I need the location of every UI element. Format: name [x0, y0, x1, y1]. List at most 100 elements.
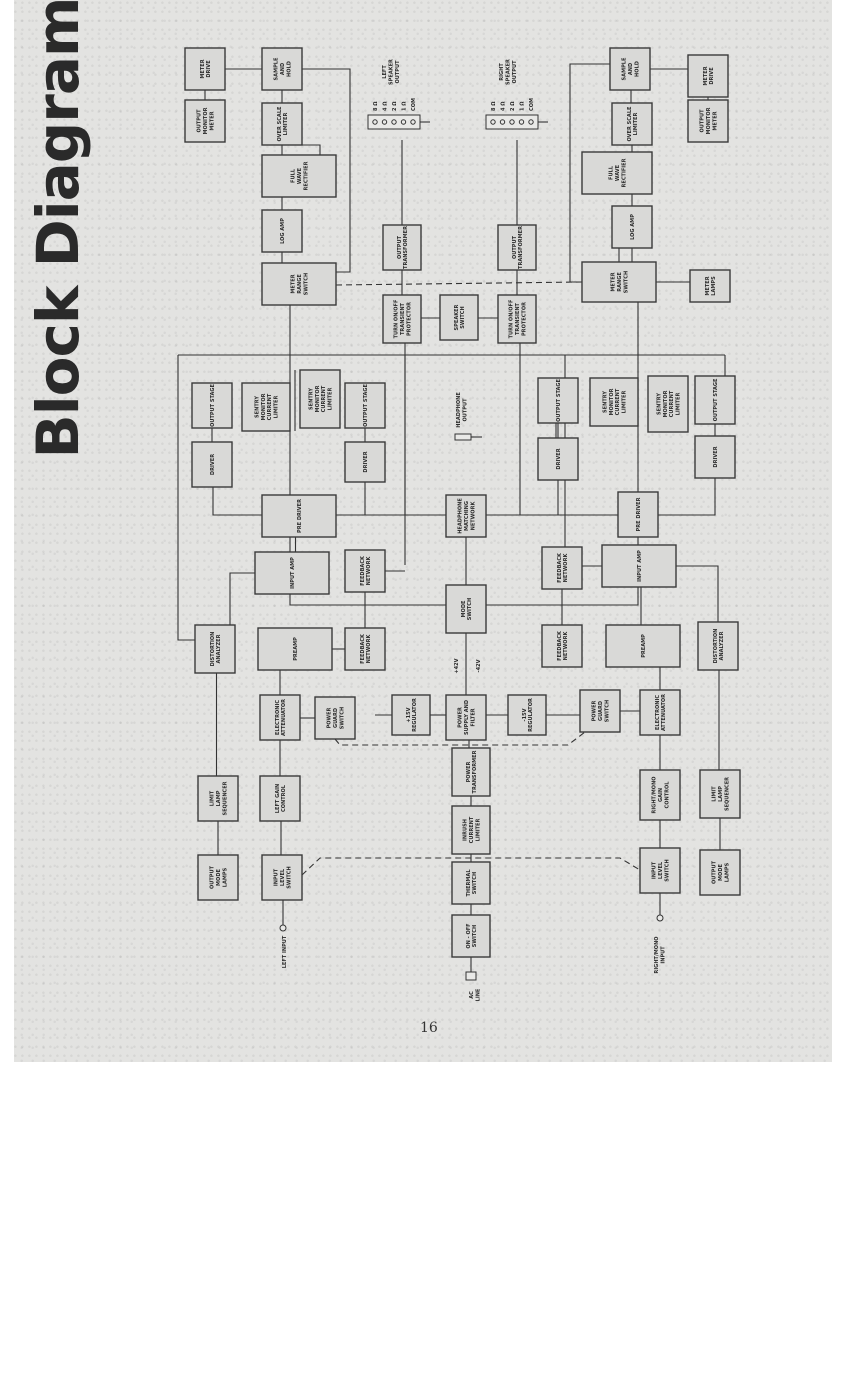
terminal-jack	[381, 119, 388, 125]
block-label-line: OUTPUT	[512, 235, 518, 259]
block-label-line: SAMPLE	[274, 57, 280, 80]
block-l-output-mode: OUTPUTMODELAMPS	[197, 854, 239, 901]
block-label-line: OUTPUT STAGE	[556, 379, 562, 422]
block-label-line: METER	[291, 274, 297, 293]
block-label-line: INPUT	[652, 861, 658, 879]
headphone-output-label: HEADPHONEOUTPUT	[456, 392, 468, 428]
block-box	[191, 441, 233, 488]
block-l-pre-driver: PRE DRIVER	[261, 494, 337, 538]
block-label-line: NETWORK	[563, 631, 569, 661]
block-label-line: ON - OFF	[466, 923, 472, 949]
block-label: FEEDBACKNETWORK	[360, 555, 372, 586]
block-l-sentry-1: SENTRYMONITORCURRENTLIMITER	[241, 382, 291, 432]
block-label: TURN ON/OFFTRANSIENTPROTECTOR	[509, 299, 528, 338]
block-label-line: PROTECTOR	[521, 302, 527, 336]
block-label-line: SWITCH	[623, 271, 629, 293]
signal-wire	[289, 594, 446, 606]
block-label-line: SWITCH	[467, 598, 473, 620]
block-label-line: SWITCH	[286, 866, 292, 888]
block-label-line: REGULATOR	[528, 698, 534, 732]
block-r-output-meter: OUTPUTMONITORMETER	[687, 99, 729, 143]
block-label-line: FILTER	[470, 708, 476, 726]
block-label-line: OUTPUT	[700, 109, 706, 133]
block-box	[611, 102, 653, 146]
block-label: OVER SCALELIMITER	[627, 106, 639, 142]
block-inrush-limiter: INRUSHCURRENTLIMITER	[451, 805, 491, 855]
block-r-driver-2: DRIVER	[694, 435, 736, 479]
block-box	[451, 861, 491, 905]
block-label: ELECTRONICATTENUATOR	[655, 694, 667, 731]
block-label-line: -15V	[522, 708, 528, 721]
block-label: FULLWAVERECTIFIER	[609, 158, 628, 187]
block-box	[259, 775, 301, 822]
block-label-line: TRANSFORMER	[403, 226, 409, 269]
block-label-line: LIMITER	[475, 819, 481, 842]
block-label-line: POWER	[466, 761, 472, 782]
block-box	[579, 689, 621, 733]
block-label-line: AND	[280, 63, 286, 75]
block-label: OUTPUT STAGE	[363, 384, 369, 427]
block-box	[581, 261, 657, 303]
block-on-off-switch: ON - OFFSWITCH	[451, 914, 491, 958]
block-label-line: SWITCH	[604, 700, 610, 722]
block-box	[537, 377, 579, 424]
block-label: SAMPLEANDHOLD	[622, 57, 641, 80]
block-label-line: CONTROL	[664, 781, 670, 809]
block-label: INPUT AMP	[290, 557, 296, 589]
block-label: FEEDBACKNETWORK	[360, 633, 372, 664]
minus-42v-label-line: -42V	[476, 659, 482, 672]
block-r-driver-1: DRIVER	[537, 437, 579, 481]
block-label: SPEAKERSWITCH	[454, 304, 466, 330]
signal-wire	[302, 144, 321, 155]
left-speaker-output-label-line: OUTPUT	[395, 60, 401, 84]
block-label-line: TRANSFORMER	[518, 226, 524, 269]
block-label-line: SWITCH	[303, 273, 309, 295]
block-label-line: OUTPUT STAGE	[210, 384, 216, 427]
block-label-line: MONITOR	[609, 388, 615, 415]
block-label-line: GUARD	[598, 701, 604, 721]
block-thermal-switch: THERMALSWITCH	[451, 861, 491, 905]
block-l-output-stage-2: OUTPUT STAGE	[344, 382, 386, 429]
block-label-line: OVER SCALE	[277, 106, 283, 142]
block-label-line: LAMPS	[724, 862, 730, 882]
block-l-meter-drive: METERDRIVE	[184, 47, 226, 91]
block-label-line: FEEDBACK	[360, 555, 366, 586]
terminal-label: COM	[411, 98, 417, 111]
block-label: -15VREGULATOR	[522, 698, 534, 732]
block-label-line: DRIVER	[556, 448, 562, 469]
block-label-line: CONTROL	[281, 784, 287, 812]
signal-wire	[658, 478, 716, 516]
block-turn-on-off-l: TURN ON/OFFTRANSIENTPROTECTOR	[382, 294, 422, 344]
block-label-line: FEEDBACK	[557, 630, 563, 661]
block-label-line: REGULATOR	[412, 698, 418, 732]
block-label-line: DISTORTION	[713, 629, 719, 664]
block-box	[197, 854, 239, 901]
block-label-line: TRANSIENT	[400, 302, 406, 335]
block-box	[541, 624, 583, 668]
block-label-line: TRANSIENT	[515, 302, 521, 335]
block-l-log-amp: LOG AMP	[261, 209, 303, 253]
left-input-jack	[279, 924, 287, 932]
block-box	[184, 99, 226, 143]
terminal-label: 8 Ω	[491, 101, 497, 111]
block-label: ON - OFFSWITCH	[466, 923, 478, 949]
block-label: METERLAMPS	[705, 276, 717, 296]
block-label: LEFT GAINCONTROL	[275, 784, 287, 813]
terminal-jack	[509, 119, 515, 125]
right-input-jack	[656, 914, 664, 922]
block-l-feedback-2: FEEDBACKNETWORK	[344, 627, 386, 671]
block-label-line: PRE DRIVER	[636, 497, 642, 531]
block-r-sentry-1: SENTRYMONITORCURRENTLIMITER	[589, 377, 639, 427]
block-l-output-meter: OUTPUTMONITORMETER	[184, 99, 226, 143]
block-box	[259, 694, 301, 741]
block-label-line: SWITCH	[472, 925, 478, 947]
block-label: METERDRIVE	[200, 59, 212, 78]
block-label-line: LAMPS	[711, 276, 717, 296]
block-box	[261, 209, 303, 253]
signal-wire	[229, 572, 255, 625]
block-output-transformer-l: OUTPUTTRANSFORMER	[382, 224, 422, 271]
block-label-line: INPUT AMP	[637, 550, 643, 582]
block-l-sentry-2: SENTRYMONITORCURRENTLIMITER	[299, 369, 341, 429]
